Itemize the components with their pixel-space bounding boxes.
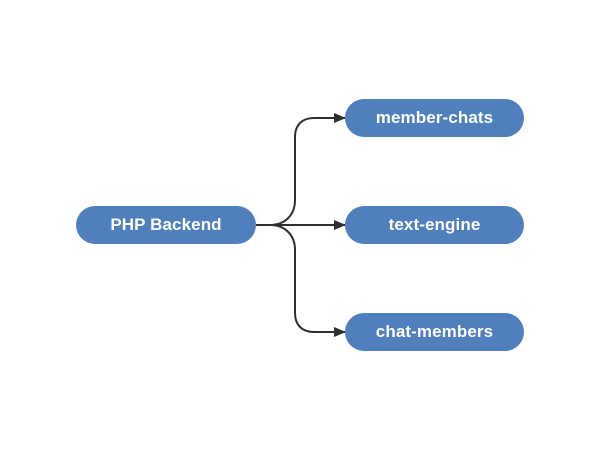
node-text-engine-label: text-engine	[388, 215, 481, 234]
node-php-backend[interactable]: PHP Backend	[76, 206, 256, 244]
edge-php-backend-to-chat-members	[256, 224, 346, 337]
node-chat-members-label: chat-members	[375, 322, 494, 341]
node-member-chats-label: member-chats	[375, 108, 494, 127]
node-member-chats[interactable]: member-chats	[345, 99, 524, 137]
node-text-engine[interactable]: text-engine	[345, 206, 524, 244]
node-chat-members[interactable]: chat-members	[345, 313, 524, 351]
node-php-backend-label: PHP Backend	[110, 215, 222, 234]
edge-php-backend-to-member-chats	[256, 113, 346, 226]
